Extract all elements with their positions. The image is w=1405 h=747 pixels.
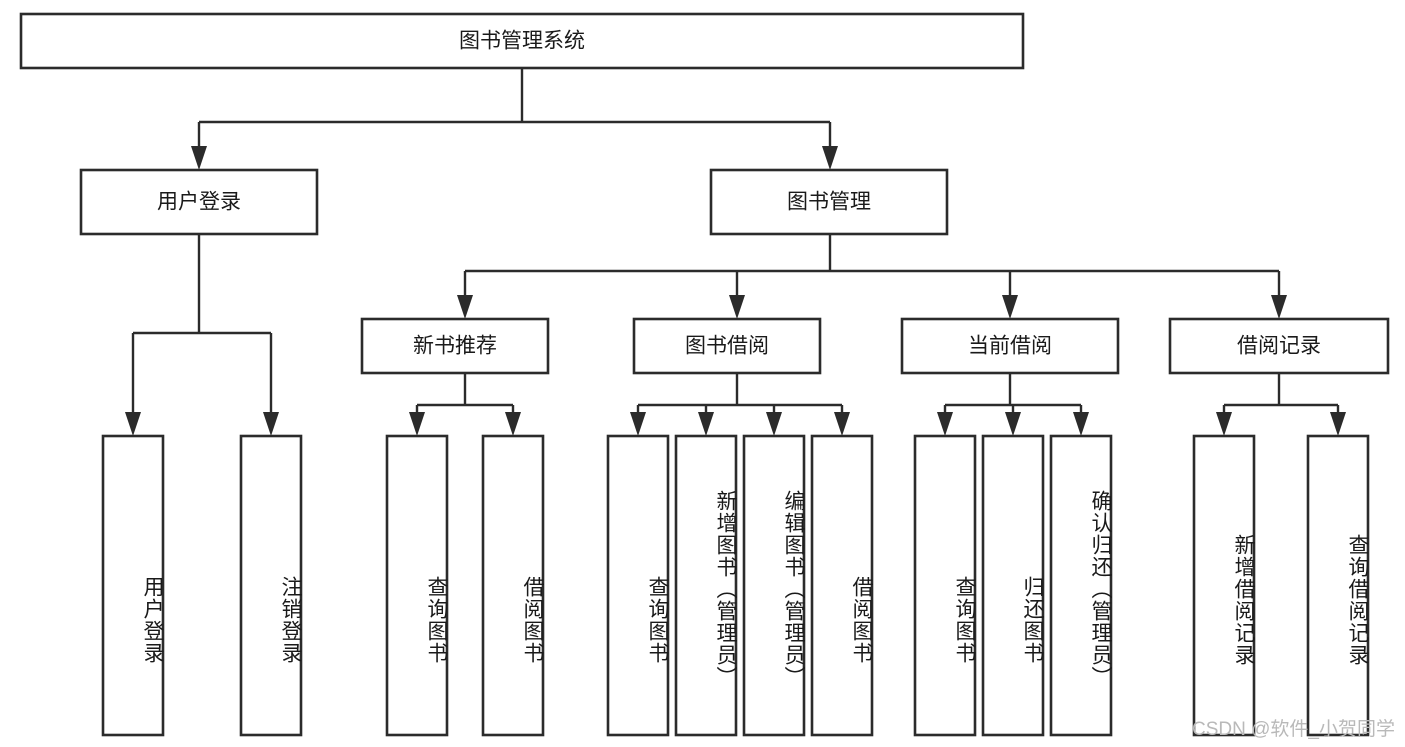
- node-current-borrow-box[interactable]: [900, 317, 1120, 375]
- arrowhead-bb-leaf2: [698, 412, 714, 436]
- arrowhead-nb-leaf2: [505, 412, 521, 436]
- leaf-box-user-login[interactable]: [101, 434, 165, 737]
- arrowhead-borrow-record: [1271, 295, 1287, 319]
- leaf-box-cb-return[interactable]: [981, 434, 1045, 737]
- node-borrow-record-label: 借阅记录: [1237, 335, 1321, 358]
- node-root-box[interactable]: [19, 12, 1025, 70]
- node-root-label: 图书管理系统: [459, 30, 585, 53]
- leaf-box-bb-edit[interactable]: [742, 434, 806, 737]
- arrowhead-br-leaf2: [1330, 412, 1346, 436]
- connector-group-new-book: [409, 373, 521, 436]
- node-current-borrow-label: 当前借阅: [968, 335, 1052, 358]
- connector-group-current-borrow: [937, 373, 1089, 436]
- arrowhead-book-borrow: [729, 295, 745, 319]
- arrowhead-nb-leaf1: [409, 412, 425, 436]
- node-book-mgmt-box[interactable]: [709, 168, 949, 236]
- leaf-box-bb-borrow[interactable]: [810, 434, 874, 737]
- connector-group-root: [191, 68, 838, 170]
- arrowhead-leaf-logout: [263, 412, 279, 436]
- arrowhead-user-login: [191, 146, 207, 170]
- arrowhead-bb-leaf1: [630, 412, 646, 436]
- connector-group-user-login: [125, 234, 279, 436]
- leaf-box-bb-query[interactable]: [606, 434, 670, 737]
- leaf-box-cb-query[interactable]: [913, 434, 977, 737]
- leaf-box-bb-add[interactable]: [674, 434, 738, 737]
- connector-group-book-borrow: [630, 373, 850, 436]
- arrowhead-br-leaf1: [1216, 412, 1232, 436]
- watermark-text: CSDN @软件_小贺同学: [1192, 719, 1395, 740]
- node-borrow-record-box[interactable]: [1168, 317, 1390, 375]
- node-book-borrow-label: 图书借阅: [685, 335, 769, 358]
- leaf-box-br-add[interactable]: [1192, 434, 1256, 737]
- leaf-box-nb-query[interactable]: [385, 434, 449, 737]
- arrowhead-bb-leaf4: [834, 412, 850, 436]
- node-book-mgmt-label: 图书管理: [787, 191, 871, 214]
- arrowhead-leaf-user-login: [125, 412, 141, 436]
- leaf-box-logout[interactable]: [239, 434, 303, 737]
- arrowhead-bb-leaf3: [766, 412, 782, 436]
- leaf-box-nb-borrow[interactable]: [481, 434, 545, 737]
- connector-group-book-mgmt: [457, 234, 1287, 319]
- connector-group-borrow-record: [1216, 373, 1346, 436]
- node-user-login-box[interactable]: [79, 168, 319, 236]
- node-new-book-label: 新书推荐: [413, 335, 497, 358]
- leaf-box-br-query[interactable]: [1306, 434, 1370, 737]
- arrowhead-cb-leaf1: [937, 412, 953, 436]
- arrowhead-cb-leaf3: [1073, 412, 1089, 436]
- node-user-login-label: 用户登录: [157, 191, 241, 214]
- node-new-book-box[interactable]: [360, 317, 550, 375]
- arrowhead-cb-leaf2: [1005, 412, 1021, 436]
- arrowhead-current-borrow: [1002, 295, 1018, 319]
- leaf-box-cb-confirm[interactable]: [1049, 434, 1113, 737]
- node-book-borrow-box[interactable]: [632, 317, 822, 375]
- arrowhead-new-book: [457, 295, 473, 319]
- arrowhead-book-mgmt: [822, 146, 838, 170]
